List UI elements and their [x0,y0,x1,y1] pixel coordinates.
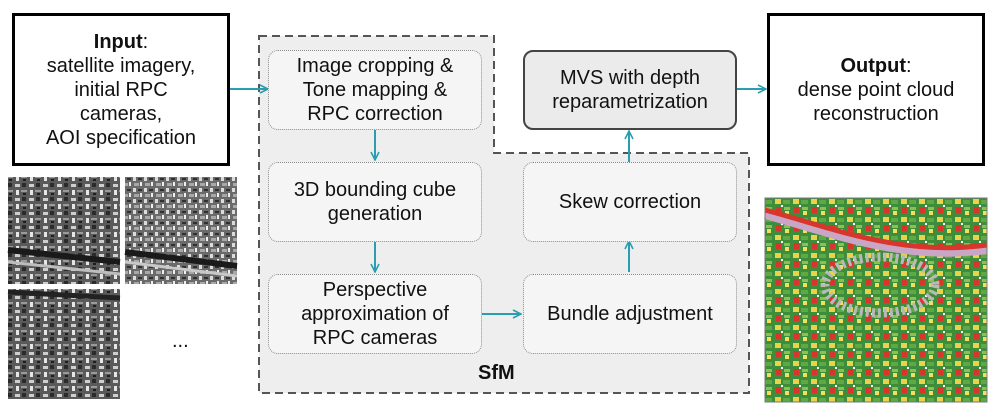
sfm-label: SfM [478,362,515,384]
step-bounding-cube: 3D bounding cube generation [268,162,482,242]
step-bundle-adjustment: Bundle adjustment [523,274,737,354]
output-line-2: reconstruction [813,102,939,125]
output-box: Output: dense point cloud reconstruction [767,13,985,166]
step-mvs: MVS with depth reparametrization [523,50,737,130]
input-heading: Input: [93,30,149,53]
satellite-imagery-thumbnails [7,177,238,399]
output-line-1: dense point cloud [797,78,955,101]
flow-arrows [230,89,766,314]
input-line-3: cameras, [79,102,163,125]
more-images-ellipsis: ... [172,330,189,352]
step-image-cropping: Image cropping & Tone mapping & RPC corr… [268,50,482,130]
input-box: Input: satellite imagery, initial RPC ca… [12,13,230,166]
dense-point-cloud-image [763,197,988,403]
input-line-1: satellite imagery, [46,54,196,77]
step-perspective-approximation: Perspective approximation of RPC cameras [268,274,482,354]
step-skew-correction: Skew correction [523,162,737,242]
input-line-4: AOI specification [45,126,197,149]
output-heading: Output: [840,54,912,77]
input-line-2: initial RPC [74,78,168,101]
